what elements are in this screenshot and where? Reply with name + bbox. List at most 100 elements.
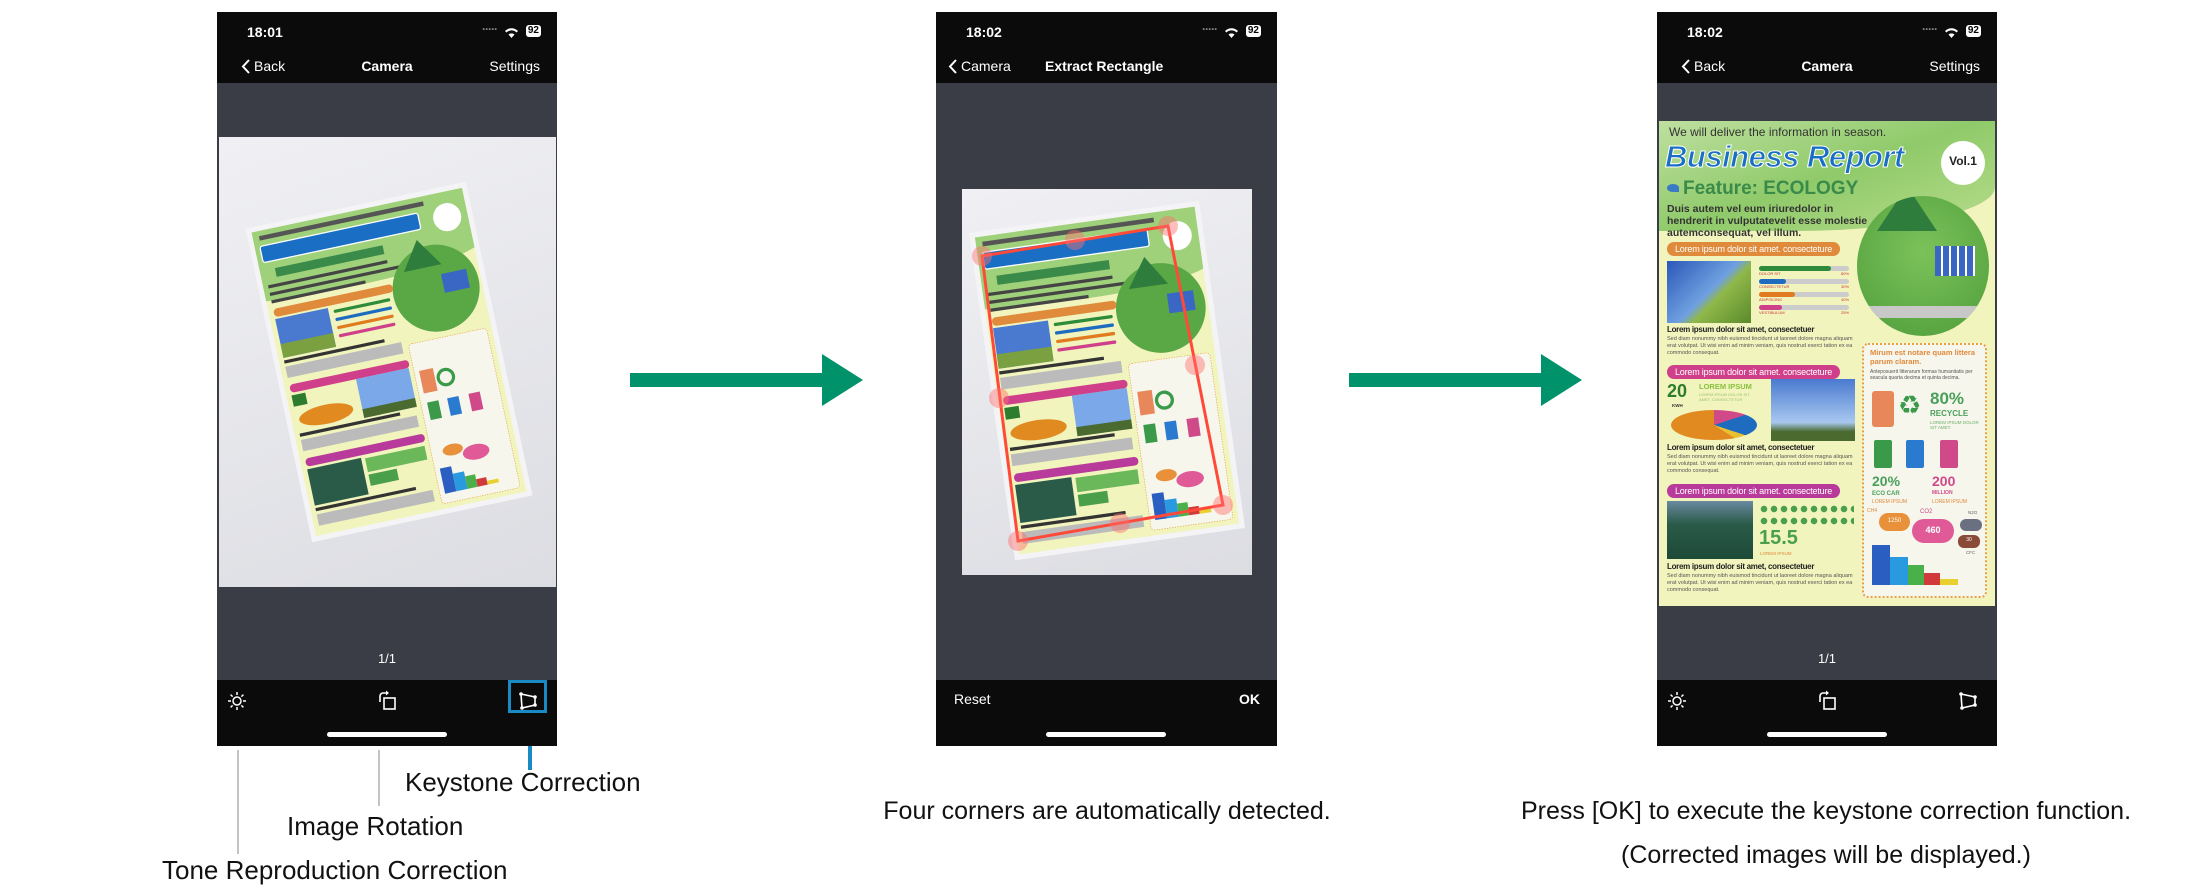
pie-chart-graphic — [1671, 410, 1757, 440]
fuel-pump-icon — [1940, 440, 1958, 468]
page-indicator: 1/1 — [377, 651, 397, 666]
battery-icon: 92 — [1245, 25, 1261, 37]
chevron-left-icon — [241, 58, 250, 74]
rotate-icon[interactable] — [376, 690, 398, 712]
page-indicator: 1/1 — [1817, 651, 1837, 666]
status-bar: 18:01 ····· 92 — [217, 12, 557, 50]
cup-icon — [1872, 391, 1894, 427]
bird-icon — [1667, 184, 1679, 192]
signal-icon: ····· — [1202, 22, 1218, 36]
emission-bar — [1940, 579, 1958, 585]
phone-screen-camera: 18:01 ····· 92 Back Camera Settings 1/1 — [217, 12, 557, 746]
tone-callout-line — [237, 750, 239, 854]
status-time: 18:02 — [1687, 24, 1723, 40]
phone-screen-extract-rectangle: 18:02 ····· 92 Camera Extract Rectangle — [936, 12, 1277, 746]
emission-bar — [1872, 545, 1890, 585]
toolbar — [1657, 680, 1997, 746]
image-rotation-label: Image Rotation — [287, 811, 464, 841]
sun-icon[interactable] — [1666, 690, 1688, 712]
captured-photo — [219, 137, 556, 587]
keystone-icon[interactable] — [517, 690, 539, 712]
settings-button[interactable]: Settings — [489, 58, 540, 74]
eco-town-illustration — [1857, 196, 1989, 336]
preview-area: We will deliver the information in seaso… — [1657, 83, 1997, 680]
status-time: 18:01 — [247, 24, 283, 40]
tone-reproduction-label: Tone Reproduction Correction — [162, 855, 508, 885]
arrow-right-icon — [630, 354, 863, 406]
keystone-correction-label: Keystone Correction — [405, 767, 641, 797]
step2-caption: Four corners are automatically detected. — [883, 797, 1331, 825]
home-indicator — [1767, 732, 1887, 737]
wifi-icon — [504, 25, 519, 41]
bar-fill — [1759, 266, 1831, 271]
nav-bar: Camera Extract Rectangle — [936, 50, 1277, 83]
rotate-icon[interactable] — [1816, 690, 1838, 712]
wind-turbine-photo — [1771, 379, 1855, 441]
battery-icon: 92 — [525, 25, 541, 37]
signal-icon: ····· — [482, 22, 498, 36]
doc-tagline: We will deliver the information in seaso… — [1669, 125, 1887, 139]
tree-icons — [1759, 503, 1854, 527]
doc-kwh: 20 — [1667, 381, 1688, 401]
nav-bar: Back Camera Settings — [217, 50, 557, 83]
corner-handle[interactable] — [972, 246, 992, 266]
nav-title: Extract Rectangle — [1045, 58, 1164, 74]
signal-icon: ····· — [1922, 22, 1938, 36]
sun-icon[interactable] — [226, 690, 248, 712]
wifi-icon — [1944, 25, 1959, 41]
rotation-callout-line — [378, 750, 380, 806]
chevron-left-icon — [948, 58, 957, 74]
doc-title: Business Report — [1665, 139, 1905, 174]
corrected-photo: We will deliver the information in seaso… — [1659, 121, 1995, 606]
corner-handle[interactable] — [1213, 495, 1233, 515]
keystone-icon[interactable] — [1957, 690, 1979, 712]
preview-area — [936, 83, 1277, 680]
document-photo — [243, 180, 535, 544]
corner-handle[interactable] — [1158, 216, 1178, 236]
status-time: 18:02 — [966, 24, 1002, 40]
doc-heading: Lorem ipsum dolor sit amet, consectetuer — [1667, 325, 1815, 334]
doc-feature: Feature: ECOLOGY — [1683, 178, 1859, 199]
ok-button[interactable]: OK — [1239, 691, 1260, 707]
status-bar: 18:02 ····· 92 — [936, 12, 1277, 50]
detected-outline — [980, 224, 1225, 543]
emission-bar — [1890, 557, 1908, 585]
doc-section-pill: Lorem ipsum dolor sit amet. consecteture — [1667, 242, 1841, 257]
step3-caption-note: (Corrected images will be displayed.) — [1621, 841, 2031, 869]
fuel-pump-icon — [1874, 440, 1892, 468]
bar-fill — [1759, 292, 1795, 297]
recycle-icon: ♻ — [1898, 390, 1922, 420]
edge-handle[interactable] — [1110, 513, 1130, 533]
forest-photo — [1667, 501, 1753, 559]
back-button[interactable]: Back — [241, 58, 285, 74]
doc-info-box: Mirum est notare quam littera parum clar… — [1862, 343, 1987, 598]
doc-body: Sed diam nonummy nibh euismod tincidunt … — [1667, 336, 1853, 356]
emission-bar — [1924, 573, 1940, 585]
solar-panel-photo — [1667, 261, 1751, 323]
wifi-icon — [1224, 25, 1239, 41]
edge-handle[interactable] — [989, 388, 1009, 408]
back-button[interactable]: Back — [1681, 58, 1725, 74]
preview-area: 1/1 — [217, 83, 557, 680]
back-button[interactable]: Camera — [948, 58, 1011, 74]
cloud-icon — [1960, 519, 1982, 531]
nav-title: Camera — [1801, 58, 1853, 74]
status-bar: 18:02 ····· 92 — [1657, 12, 1997, 50]
chevron-left-icon — [1681, 58, 1690, 74]
home-indicator — [1046, 732, 1166, 737]
doc-vol: Vol.1 — [1941, 141, 1985, 185]
edge-handle[interactable] — [1185, 355, 1205, 375]
doc-section-pill: Lorem ipsum dolor sit amet. consecteture — [1667, 484, 1841, 499]
bar-fill — [1759, 305, 1782, 310]
corner-detection-overlay — [972, 216, 1233, 551]
corner-handle[interactable] — [1008, 531, 1028, 551]
charger-icon — [1906, 440, 1924, 468]
keystone-highlight-box — [508, 680, 547, 713]
nav-title: Camera — [361, 58, 413, 74]
toolbar: Reset OK — [936, 680, 1277, 746]
settings-button[interactable]: Settings — [1929, 58, 1980, 74]
reset-button[interactable]: Reset — [954, 691, 991, 707]
toolbar — [217, 680, 557, 746]
edge-handle[interactable] — [1065, 230, 1085, 250]
